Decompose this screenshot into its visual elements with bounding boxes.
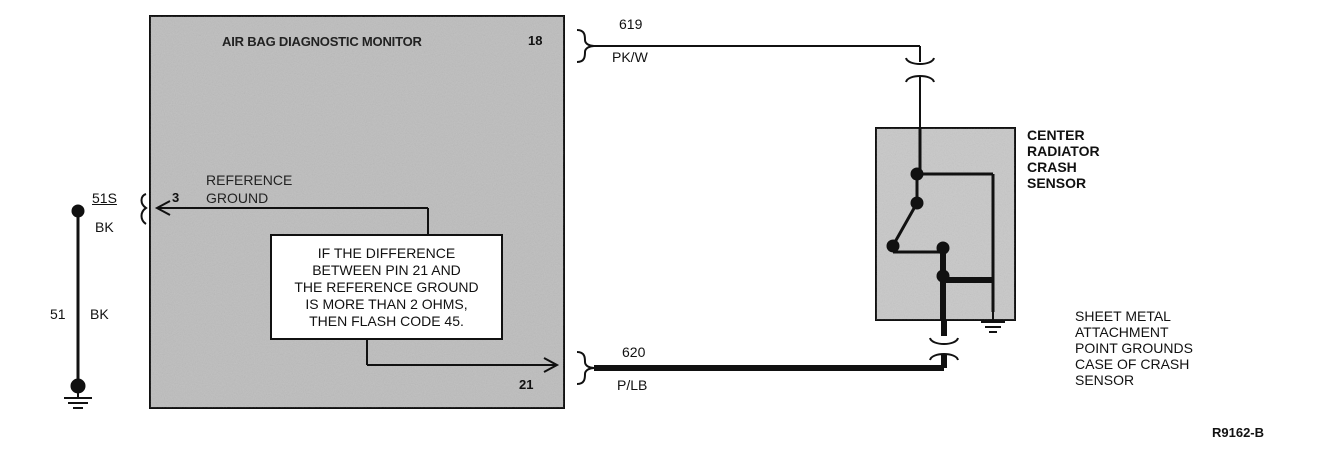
module-title: AIR BAG DIAGNOSTIC MONITOR xyxy=(222,34,422,49)
grounds-note-line: ATTACHMENT xyxy=(1075,324,1169,340)
wire-620-color: P/LB xyxy=(617,377,648,393)
sensor-internal-circuit xyxy=(886,128,995,320)
sensor-ground-icon xyxy=(981,312,1005,333)
wire-51-circuit: 51 xyxy=(50,306,66,322)
wire-620 xyxy=(576,320,959,385)
wire-619-circuit: 619 xyxy=(619,16,643,32)
wire-reference-ground xyxy=(140,193,429,234)
connector-51s-circuit: 51S xyxy=(92,190,117,206)
sensor-label-line: CRASH xyxy=(1027,159,1077,175)
connector-51s-color: BK xyxy=(95,219,114,235)
diagnostic-note-box: IF THE DIFFERENCE BETWEEN PIN 21 AND THE… xyxy=(270,234,503,340)
sensor-label-line: SENSOR xyxy=(1027,175,1087,191)
sensor-label-line: CENTER xyxy=(1027,127,1085,143)
wire-619 xyxy=(576,29,935,128)
note-line: IS MORE THAN 2 OHMS, xyxy=(305,295,468,312)
wire-619-color: PK/W xyxy=(612,49,648,65)
figure-id: R9162-B xyxy=(1212,425,1265,440)
note-line: THEN FLASH CODE 45. xyxy=(309,312,464,329)
sensor-label-line: RADIATOR xyxy=(1027,143,1100,159)
reference-ground-line1: REFERENCE xyxy=(206,172,293,188)
wire-pin-21-internal xyxy=(366,340,560,373)
grounds-note-line: SENSOR xyxy=(1075,372,1135,388)
note-line: THE REFERENCE GROUND xyxy=(294,278,479,295)
reference-ground-label: REFERENCE GROUND xyxy=(206,171,292,207)
diagnostic-monitor-module xyxy=(149,15,565,409)
reference-ground-line2: GROUND xyxy=(206,190,269,206)
grounds-note-line: SHEET METAL xyxy=(1075,308,1171,324)
wire-51-color: BK xyxy=(90,306,109,322)
grounds-note-line: POINT GROUNDS xyxy=(1075,340,1193,356)
pin-18-label: 18 xyxy=(528,33,543,48)
crash-sensor-label: CENTER RADIATOR CRASH SENSOR xyxy=(1027,127,1100,191)
note-line: IF THE DIFFERENCE xyxy=(317,244,456,261)
wire-620-circuit: 620 xyxy=(622,344,646,360)
note-line: BETWEEN PIN 21 AND xyxy=(312,261,461,278)
pin-3-label: 3 xyxy=(172,190,180,205)
grounds-note-label: SHEET METAL ATTACHMENT POINT GROUNDS CAS… xyxy=(1075,308,1193,388)
grounds-note-line: CASE OF CRASH xyxy=(1075,356,1190,372)
left-ground-circuit xyxy=(64,204,92,409)
pin-21-label: 21 xyxy=(519,377,534,392)
